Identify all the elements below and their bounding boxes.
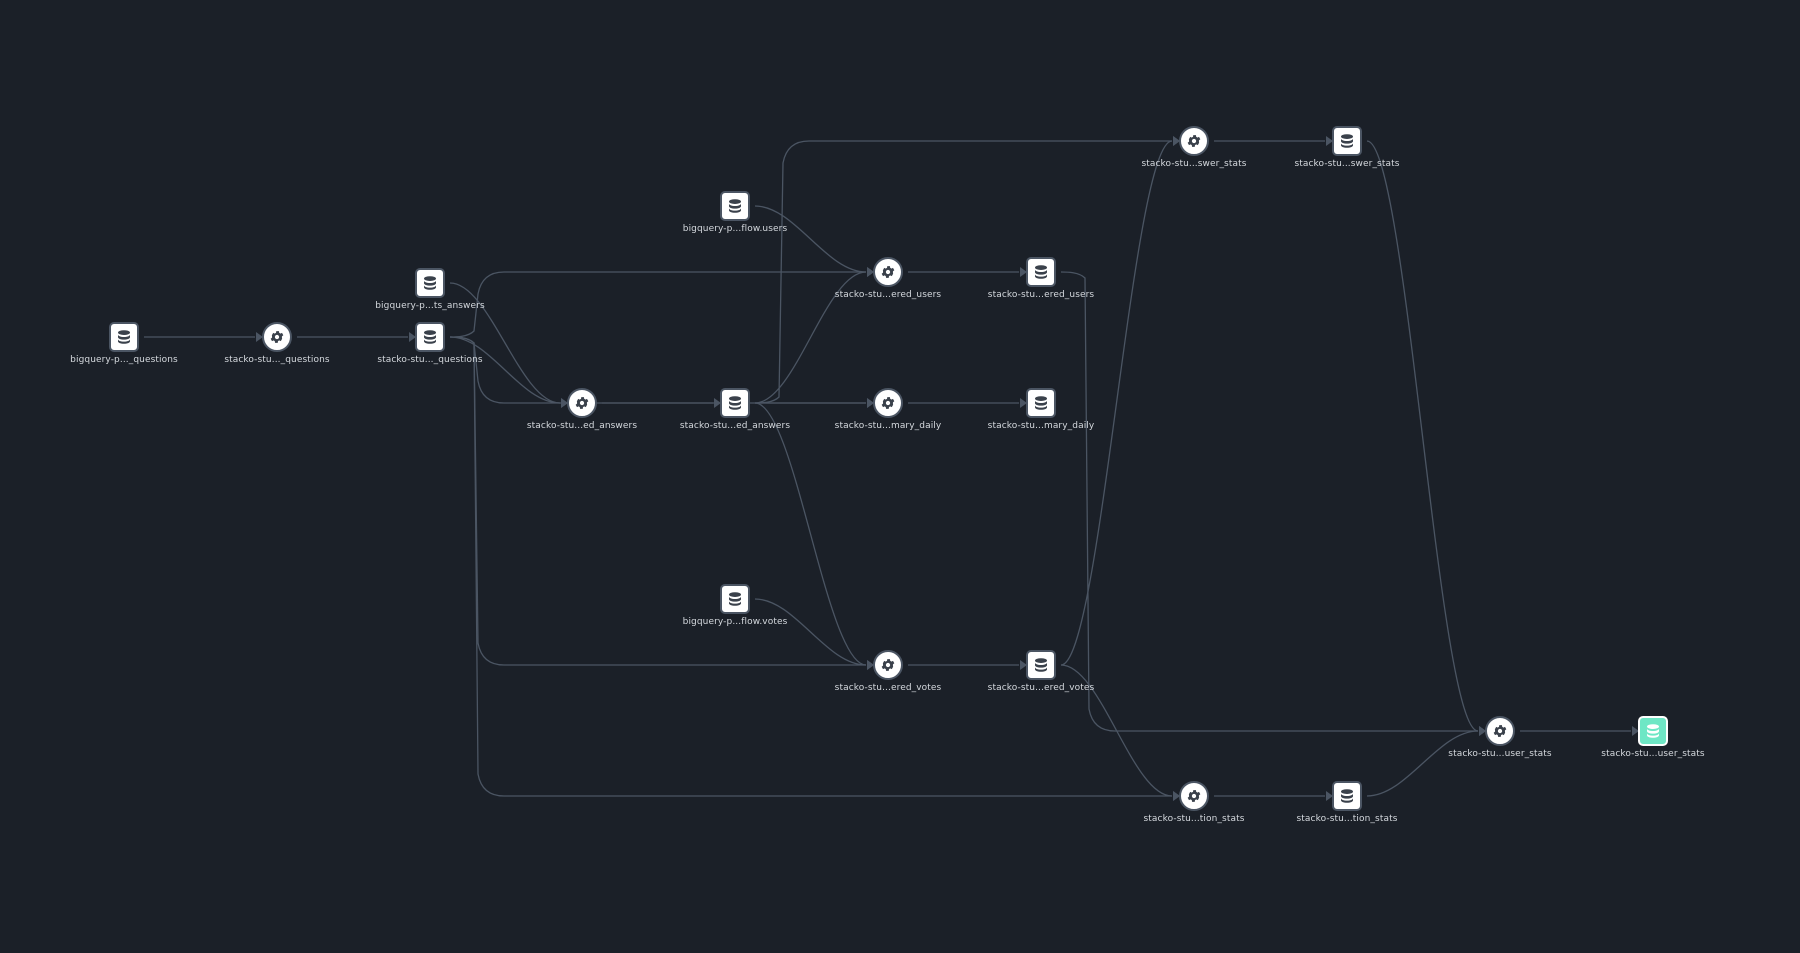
database-icon xyxy=(1026,388,1056,418)
database-icon xyxy=(1332,781,1362,811)
gear-icon xyxy=(1179,126,1209,156)
node-job[interactable]: stacko-stu...tion_stats xyxy=(1114,781,1274,824)
database-icon xyxy=(1026,257,1056,287)
node-dataset[interactable]: stacko-stu...ered_votes xyxy=(961,650,1121,693)
node-job[interactable]: stacko-stu...ed_answers xyxy=(502,388,662,431)
node-dataset[interactable]: stacko-stu...ed_answers xyxy=(655,388,815,431)
node-label: stacko-stu...swer_stats xyxy=(1294,159,1400,169)
node-job[interactable]: stacko-stu...ered_votes xyxy=(808,650,968,693)
node-label: stacko-stu...ed_answers xyxy=(679,421,791,431)
database-icon xyxy=(415,268,445,298)
database-icon xyxy=(720,388,750,418)
node-label: bigquery-p...flow.votes xyxy=(682,617,788,627)
database-icon xyxy=(1638,716,1668,746)
node-label: stacko-stu...mary_daily xyxy=(834,421,942,431)
edge xyxy=(449,271,866,338)
node-label: stacko-stu...user_stats xyxy=(1601,749,1705,759)
gear-icon xyxy=(873,388,903,418)
node-label: bigquery-p...flow.users xyxy=(682,224,788,234)
node-dataset[interactable]: stacko-stu...mary_daily xyxy=(961,388,1121,431)
node-label: stacko-stu...ed_answers xyxy=(526,421,638,431)
edge xyxy=(1060,271,1478,732)
node-label: bigquery-p..._questions xyxy=(70,355,178,365)
gear-icon xyxy=(567,388,597,418)
node-dataset[interactable]: stacko-stu...ered_users xyxy=(961,257,1121,300)
node-label: stacko-stu...tion_stats xyxy=(1296,814,1398,824)
database-icon xyxy=(109,322,139,352)
node-label: stacko-stu...swer_stats xyxy=(1141,159,1247,169)
gear-icon xyxy=(262,322,292,352)
node-label: stacko-stu...mary_daily xyxy=(987,421,1095,431)
node-label: stacko-stu...ered_votes xyxy=(987,683,1095,693)
node-dataset[interactable]: stacko-stu...tion_stats xyxy=(1267,781,1427,824)
node-job[interactable]: stacko-stu...ered_users xyxy=(808,257,968,300)
node-dataset[interactable]: stacko-stu..._questions xyxy=(350,322,510,365)
node-label: stacko-stu...user_stats xyxy=(1448,749,1552,759)
node-dataset[interactable]: bigquery-p...flow.users xyxy=(655,191,815,234)
node-job[interactable]: stacko-stu..._questions xyxy=(197,322,357,365)
gear-icon xyxy=(1179,781,1209,811)
database-icon xyxy=(1026,650,1056,680)
node-label: bigquery-p...ts_answers xyxy=(375,301,485,311)
node-dataset[interactable]: bigquery-p...ts_answers xyxy=(350,268,510,311)
node-dataset[interactable]: bigquery-p...flow.votes xyxy=(655,584,815,627)
database-icon xyxy=(720,584,750,614)
database-icon xyxy=(1332,126,1362,156)
node-label: stacko-stu...ered_votes xyxy=(834,683,942,693)
node-label: stacko-stu...ered_users xyxy=(834,290,942,300)
node-label: stacko-stu..._questions xyxy=(224,355,330,365)
gear-icon xyxy=(873,257,903,287)
node-label: stacko-stu...tion_stats xyxy=(1143,814,1245,824)
node-job[interactable]: stacko-stu...swer_stats xyxy=(1114,126,1274,169)
database-icon xyxy=(720,191,750,221)
node-dataset[interactable]: bigquery-p..._questions xyxy=(44,322,204,365)
node-job[interactable]: stacko-stu...mary_daily xyxy=(808,388,968,431)
gear-icon xyxy=(873,650,903,680)
node-job[interactable]: stacko-stu...user_stats xyxy=(1420,716,1580,759)
edge xyxy=(1366,140,1479,732)
node-label: stacko-stu..._questions xyxy=(377,355,483,365)
node-dataset[interactable]: stacko-stu...swer_stats xyxy=(1267,126,1427,169)
node-dataset[interactable]: stacko-stu...user_stats xyxy=(1573,716,1733,759)
gear-icon xyxy=(1485,716,1515,746)
node-label: stacko-stu...ered_users xyxy=(987,290,1095,300)
database-icon xyxy=(415,322,445,352)
